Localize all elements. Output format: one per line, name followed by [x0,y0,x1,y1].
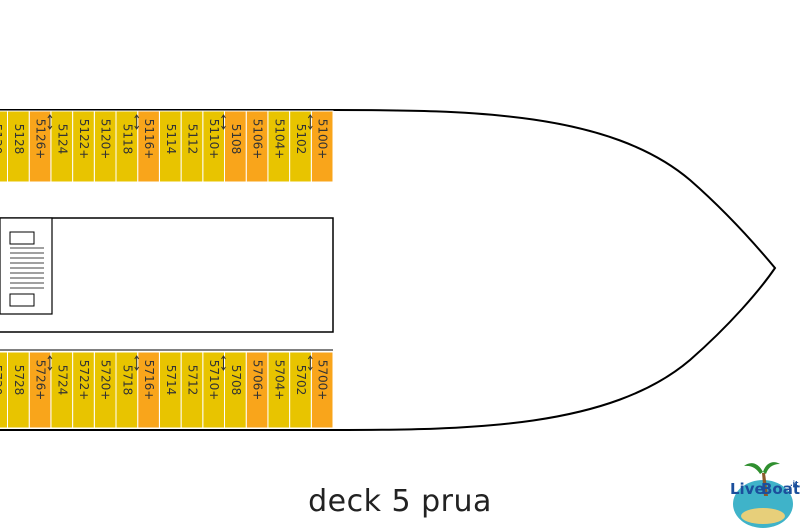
cabin-number: 5112 [185,124,199,155]
liveboat-logo: Live Boat .it [730,462,800,528]
cabin-number: 5118 [120,124,134,155]
cabin-5730[interactable]: 5730 [0,351,9,429]
cabin-5104[interactable]: 5104+ [267,110,291,183]
cabin-cell [0,110,9,183]
cabin-number: 5120+ [99,119,113,160]
cabin-number: 5704+ [272,360,286,401]
cabin-5718[interactable]: 5718 [115,351,140,429]
connecting-arrow-heads [221,114,226,130]
cabin-number: 5730 [0,365,4,396]
cabin-number: 5716+ [142,360,156,401]
cabin-number: 5728 [12,365,26,396]
cabin-5714[interactable]: 5714 [158,351,182,429]
cabin-5116[interactable]: 5116+ [137,110,160,183]
cabin-number: 5110+ [207,119,221,160]
cabin-5716[interactable]: 5716+ [137,351,160,429]
cabin-5120[interactable]: 5120+ [93,110,117,183]
cabin-number: 5126+ [34,119,48,160]
cabin-5712[interactable]: 5712 [180,351,204,429]
cabin-5122[interactable]: 5122+ [72,110,95,183]
cabin-5124[interactable]: 5124 [50,110,74,183]
cabin-number: 5108 [229,124,243,155]
logo-boat-text: Boat [761,480,800,498]
cabin-5726[interactable]: 5726+ [28,351,53,429]
cabin-number: 5102 [294,124,308,155]
cabin-5110[interactable]: 5110+ [202,110,226,183]
cabin-number: 5122+ [77,119,91,160]
palm-island-logo-icon [733,462,793,528]
corridor-outline [0,217,334,333]
stairwell [0,217,53,315]
cabin-number: 5116+ [142,119,156,160]
connecting-arrow-heads [134,355,140,371]
cabin-number: 5708 [229,365,243,396]
cabin-number: 5104+ [272,119,286,160]
cabin-5722[interactable]: 5722+ [72,351,95,429]
connecting-arrow-heads [307,355,313,371]
cabin-5708[interactable]: 5708 [224,351,247,429]
cabin-number: 5100+ [316,119,330,160]
cabin-5724[interactable]: 5724 [50,351,74,429]
cabin-number: 5128 [12,124,26,155]
cabin-5720[interactable]: 5720+ [93,351,117,429]
cabin-5700[interactable]: 5700+ [310,351,334,429]
connecting-arrow-heads [307,114,313,130]
cabin-5100[interactable]: 5100+ [310,110,334,183]
cabin-number: 5710+ [207,360,221,401]
cabin-5112[interactable]: 5112 [180,110,204,183]
cabin-5704[interactable]: 5704+ [267,351,291,429]
connecting-arrow-heads [221,355,226,371]
cabin-5706[interactable]: 5706+ [245,351,269,429]
cabin-5728[interactable]: 5728 [7,351,30,429]
cabin-5108[interactable]: 5108 [224,110,247,183]
cabin-number: 5724 [55,365,69,396]
cabin-number: 5714 [164,365,178,396]
cabin-5126[interactable]: 5126+ [28,110,53,183]
cabin-number: 5722+ [77,360,91,401]
connecting-arrow-heads [134,114,140,130]
cabin-row-bottom: 5700+ 5702 5704+ 5706+ 5708 5710+ 5712 5714 5716… [0,351,334,429]
cabin-number: 5106+ [251,119,265,160]
logo-suffix-text: .it [790,480,799,488]
cabin-5702[interactable]: 5702 [289,351,313,429]
cabin-cell [0,351,9,429]
cabin-number: 5726+ [34,360,48,401]
cabin-5102[interactable]: 5102 [289,110,313,183]
logo-live-text: Live [730,480,765,498]
cabin-number: 5700+ [316,360,330,401]
cabin-5130[interactable]: 5130 [0,110,9,183]
cabin-5710[interactable]: 5710+ [202,351,226,429]
connecting-arrow-heads [47,114,53,130]
cabin-number: 5130 [0,124,4,155]
cabin-number: 5124 [55,124,69,155]
hull-outline [0,109,777,431]
cabin-number: 5702 [294,365,308,396]
cabin-5118[interactable]: 5118 [115,110,140,183]
cabin-row-top: 5100+ 5102 5104+ 5106+ 5108 5110+ 5112 5114 5116… [0,110,334,183]
cabin-number: 5720+ [99,360,113,401]
cabin-number: 5706+ [251,360,265,401]
cabin-5128[interactable]: 5128 [7,110,30,183]
cabin-number: 5718 [120,365,134,396]
cabin-5106[interactable]: 5106+ [245,110,269,183]
cabin-number: 5114 [164,124,178,155]
connecting-arrow-heads [47,355,53,371]
cabin-5114[interactable]: 5114 [158,110,182,183]
cabin-number: 5712 [185,365,199,396]
deck-title: deck 5 prua [308,484,492,519]
